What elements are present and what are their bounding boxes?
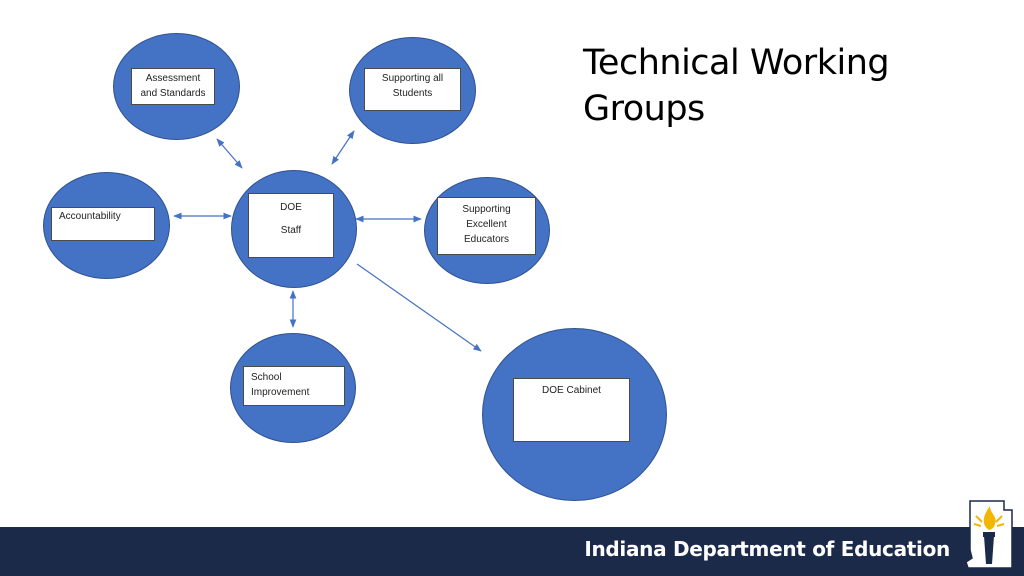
- node-label-line: Students: [392, 88, 433, 99]
- node-supporting-excellent-educators[interactable]: Supporting Excellent Educators: [437, 197, 536, 255]
- footer-bar: Indiana Department of Education: [0, 527, 1024, 576]
- node-label-line: Assessment: [145, 73, 201, 84]
- node-label-line: Educators: [463, 234, 510, 245]
- node-label-line: and Standards: [140, 88, 206, 99]
- node-school-improvement[interactable]: School Improvement: [243, 366, 345, 406]
- arrow-doe-supporting-students: [331, 130, 355, 165]
- node-label-line: Improvement: [251, 387, 310, 398]
- node-label-line: Supporting all: [381, 73, 444, 84]
- node-label-line: DOE Cabinet: [542, 385, 601, 396]
- page-title-line: Technical Working: [583, 43, 890, 83]
- node-doe-cabinet[interactable]: DOE Cabinet: [513, 378, 630, 442]
- node-doe-staff[interactable]: DOE Staff: [248, 193, 334, 258]
- node-label-line: Excellent: [466, 219, 507, 230]
- node-label-line: Staff: [280, 225, 302, 236]
- node-label-line: DOE: [280, 202, 302, 213]
- indiana-torch-logo-icon: [965, 500, 1013, 569]
- node-supporting-all-students[interactable]: Supporting all Students: [364, 68, 461, 111]
- node-assessment-and-standards[interactable]: Assessment and Standards: [131, 68, 215, 105]
- organization-name: Indiana Department of Education: [584, 537, 950, 561]
- arrow-doe-cabinet: [356, 263, 482, 352]
- node-label-line: School: [251, 372, 282, 383]
- node-label-line: Accountability: [59, 211, 121, 222]
- page-title: Technical Working Groups: [583, 40, 1003, 132]
- page-title-line: Groups: [583, 89, 705, 129]
- node-accountability[interactable]: Accountability: [51, 207, 155, 241]
- arrow-doe-assessment: [216, 138, 243, 169]
- node-label-line: Supporting: [462, 204, 511, 215]
